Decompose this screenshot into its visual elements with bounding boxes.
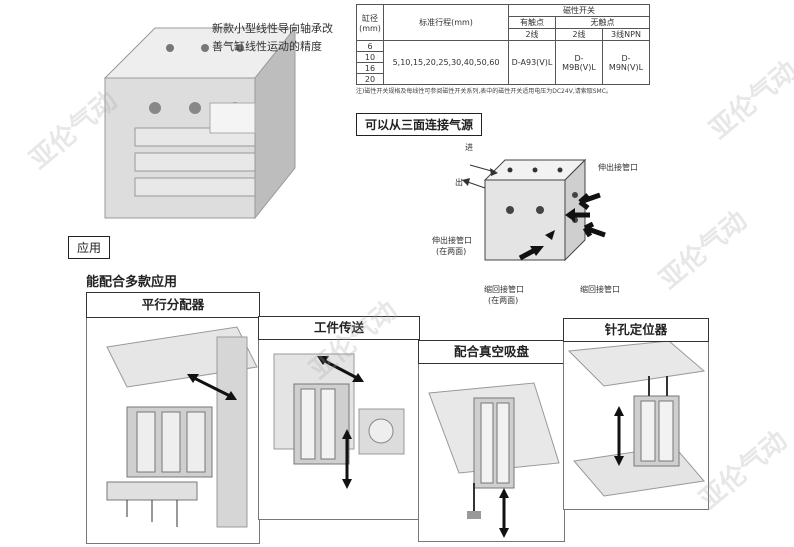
- panel-title-workpiece-transfer: 工件传送: [258, 316, 420, 340]
- extend-port-label-2: 伸出接管口: [432, 236, 472, 245]
- panel-parallel-distributor: [86, 316, 260, 544]
- port-diagram: [461, 158, 606, 262]
- panel-title-pin-locator: 针孔定位器: [563, 318, 709, 342]
- bore-20: 20: [356, 73, 384, 85]
- panel-pin-locator: [563, 340, 709, 510]
- both-sides-label-1: (在两面): [436, 247, 467, 256]
- header-switch: 磁性开关: [508, 4, 650, 17]
- header-2wire-b: 2线: [555, 28, 603, 41]
- retract-port-label-1: 缩回接管口: [484, 285, 524, 294]
- intro-line-1: 新款小型线性导向轴承改: [212, 22, 333, 35]
- extend-port-label-1: 伸出接管口: [598, 163, 638, 172]
- panel-workpiece-transfer: [258, 338, 420, 520]
- bore-16: 16: [356, 62, 384, 74]
- watermark-4: 亚伦气动: [704, 55, 794, 146]
- panel-vacuum-suction: [418, 362, 565, 542]
- retract-port-label-2: 缩回接管口: [580, 285, 620, 294]
- bore-10: 10: [356, 51, 384, 63]
- switch-b: D-M9B(V)L: [555, 40, 603, 85]
- cylinder-illustration: [103, 26, 297, 220]
- panel-title-vacuum-suction: 配合真空吸盘: [418, 340, 565, 364]
- parallel-distributor-illustration: [106, 326, 258, 528]
- panel-title-parallel-distributor: 平行分配器: [86, 292, 260, 318]
- in-label: 进: [465, 143, 473, 152]
- out-label: 出: [455, 178, 463, 187]
- workpiece-transfer-illustration: [273, 353, 405, 489]
- stroke-values: 5,10,15,20,25,30,40,50,60: [383, 40, 509, 85]
- header-stroke: 标准行程(mm): [383, 4, 509, 41]
- bore-6: 6: [356, 40, 384, 52]
- pin-locator-illustration: [567, 340, 706, 497]
- switch-a: D-A93(V)L: [508, 40, 556, 85]
- header-contact: 有触点: [508, 16, 556, 29]
- spec-table: 缸径(mm) 标准行程(mm) 磁性开关 有触点 无触点 2线 2线 3线NPN…: [356, 4, 650, 85]
- both-sides-label-2: (在两面): [488, 296, 519, 305]
- header-noncontact: 无触点: [555, 16, 650, 29]
- vacuum-suction-illustration: [428, 382, 560, 538]
- header-2wire-a: 2线: [508, 28, 556, 41]
- applications-section-label: 应用: [68, 236, 111, 259]
- table-note: 注)磁性开关规格及每线性可参阅磁性开关系列,表中的磁性开关适用电压为DC24V,…: [356, 88, 612, 95]
- header-bore: 缸径(mm): [356, 4, 384, 41]
- intro-line-2: 善气缸线性运动的精度: [212, 40, 322, 53]
- applications-heading: 能配合多款应用: [86, 275, 178, 290]
- intro-text: 新款小型线性导向轴承改 善气缸线性运动的精度: [212, 20, 333, 56]
- header-3wire: 3线NPN: [602, 28, 650, 41]
- watermark-3: 亚伦气动: [654, 205, 754, 296]
- switch-c: D-M9N(V)L: [602, 40, 650, 85]
- three-side-title: 可以从三面连接气源: [356, 113, 483, 136]
